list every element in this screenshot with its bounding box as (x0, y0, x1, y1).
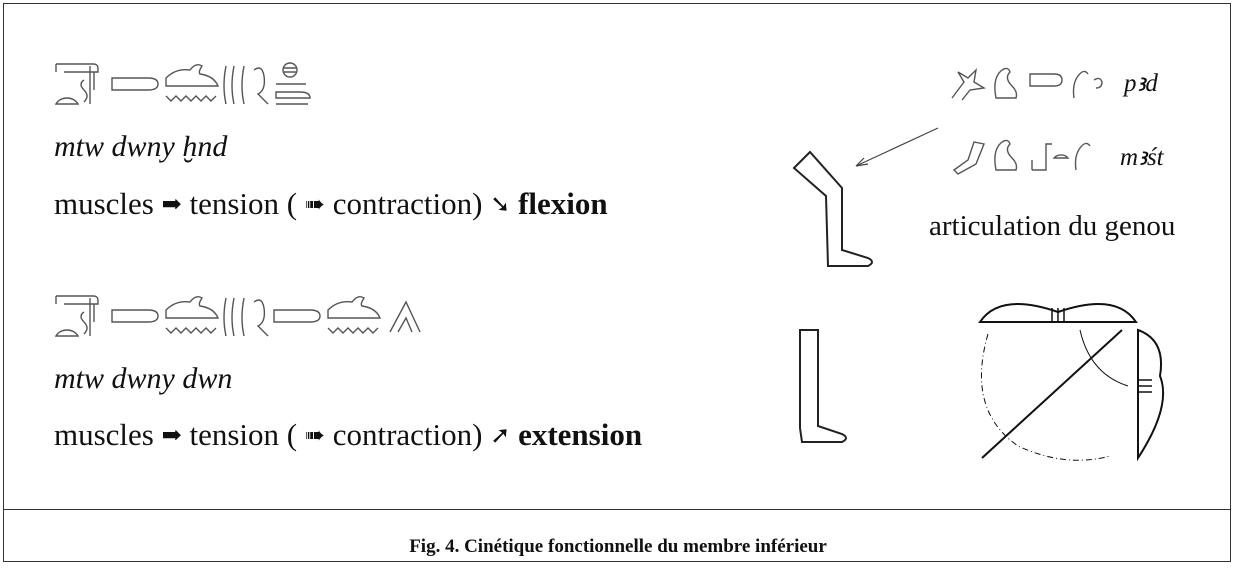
bent-leg-icon (792, 150, 873, 267)
knee-joint-label: articulation du genou (929, 210, 1176, 242)
glyph-legs-icon (389, 300, 421, 333)
glyph-vulture-icon (994, 67, 1018, 99)
glyph-pintail-duck-icon (951, 67, 987, 101)
glyph-hare-icon-2 (327, 295, 382, 319)
hieroglyph-group-pzd (951, 67, 1103, 101)
tibia-head-icon (1137, 328, 1165, 462)
translit-mzst: mꜣśt (1120, 144, 1164, 171)
angle-arc (1079, 329, 1129, 387)
translit-extension: mtw dwny dwn (54, 362, 233, 395)
glyph-water-icon-2 (327, 327, 379, 334)
word-tension: tension ( (189, 417, 298, 452)
word-tension: tension ( (189, 186, 298, 221)
arrow-dashed-right-icon: ➠ (304, 192, 325, 218)
arrow-dashed-right-icon: ➠ (304, 423, 325, 449)
glyph-bread-icon (54, 329, 80, 337)
arrow-right-icon: ➡ (161, 192, 182, 218)
glyph-bread-icon (54, 97, 80, 105)
glyph-cloth-icon (1074, 142, 1091, 171)
glyph-placenta-icon (282, 62, 298, 78)
glyph-rope-icon (253, 67, 269, 105)
translit-pzd: pꜣd (1124, 70, 1158, 97)
glyph-arm-icon-2 (273, 309, 321, 323)
figure-frame (3, 3, 1231, 562)
knee-joint-diagram (978, 303, 1165, 462)
result-extension: extension (518, 417, 643, 452)
glyph-reeds-icon (223, 297, 245, 337)
translit-flexion: mtw dwny ḫnd (54, 130, 228, 163)
hieroglyph-group-flexion (54, 62, 311, 105)
glyph-rope-icon (253, 299, 269, 337)
hieroglyph-group-extension (54, 295, 421, 337)
dotted-arc (981, 333, 1111, 461)
glyph-knee-icon (952, 141, 985, 175)
word-muscles: muscles (54, 417, 154, 452)
glyph-stool-icon (1031, 143, 1052, 171)
glyph-water-icon (165, 327, 217, 334)
word-contraction: contraction) (332, 417, 483, 452)
caption-divider (3, 509, 1231, 510)
glyph-arm-icon (111, 309, 159, 323)
glyph-arm-icon (111, 77, 159, 91)
arrow-up-right-icon: ➚ (490, 423, 511, 449)
glyph-arm-small-icon (275, 83, 311, 105)
word-muscles: muscles (54, 186, 154, 221)
glyph-m-owl-icon (55, 295, 99, 322)
glyph-hand-small-icon (1093, 77, 1103, 89)
glyph-m-owl-icon (55, 63, 99, 90)
glyph-water-icon (165, 95, 217, 102)
glyph-hand-icon (1072, 70, 1089, 99)
glyph-hare-icon (165, 295, 220, 319)
glyph-hare-icon (165, 63, 220, 87)
equation-flexion: muscles ➡ tension ( ➠ contraction) ➘ fle… (54, 186, 608, 222)
arrow-down-right-icon: ➘ (490, 192, 511, 218)
result-flexion: flexion (518, 186, 608, 221)
glyph-cord-icon (80, 66, 91, 104)
glyph-cord-icon (80, 298, 91, 336)
equation-extension: muscles ➡ tension ( ➠ contraction) ➚ ext… (54, 417, 642, 453)
glyph-arm-icon (1029, 73, 1063, 87)
diagonal-line (981, 329, 1123, 459)
glyph-reeds-icon (223, 65, 245, 105)
pointer-arrow (855, 127, 939, 167)
arrow-right-icon: ➡ (161, 423, 182, 449)
straight-leg-icon (799, 329, 847, 443)
glyph-bread-icon (1052, 154, 1070, 159)
word-contraction: contraction) (332, 186, 483, 221)
figure-caption: Fig. 4. Cinétique fonctionnelle du membr… (409, 536, 827, 557)
glyph-vulture-icon (994, 139, 1018, 171)
hieroglyph-group-mzst (952, 139, 1091, 175)
